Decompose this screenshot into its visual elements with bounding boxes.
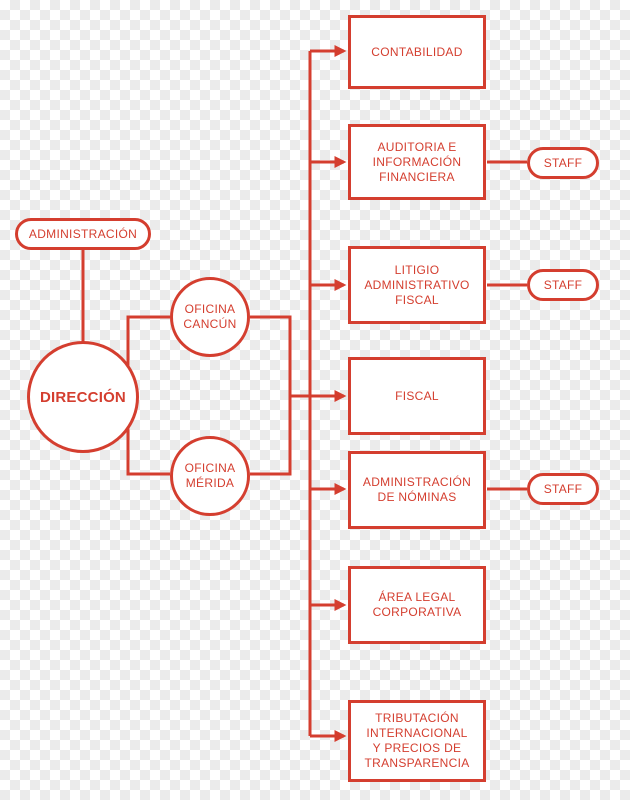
oficina-cancun-node: OFICINA CANCÚN	[170, 277, 250, 357]
dept-nominas: ADMINISTRACIÓN DE NÓMINAS	[348, 451, 486, 529]
staff-litigio: STAFF	[527, 269, 599, 301]
connector-offices-trunk	[250, 315, 292, 476]
dept-auditoria: AUDITORIA E INFORMACIÓN FINANCIERA	[348, 124, 486, 200]
oficina-merida-node: OFICINA MÉRIDA	[170, 436, 250, 516]
dept-area-legal: ÁREA LEGAL CORPORATIVA	[348, 566, 486, 644]
dept-litigio: LITIGIO ADMINISTRATIVO FISCAL	[348, 246, 486, 324]
staff-auditoria: STAFF	[527, 147, 599, 179]
dept-tributacion: TRIBUTACIÓN INTERNACIONAL Y PRECIOS DE T…	[348, 700, 486, 782]
direccion-node: DIRECCIÓN	[27, 341, 139, 453]
administracion-node: ADMINISTRACIÓN	[15, 218, 151, 250]
dept-contabilidad: CONTABILIDAD	[348, 15, 486, 89]
staff-nominas: STAFF	[527, 473, 599, 505]
dept-fiscal: FISCAL	[348, 357, 486, 435]
